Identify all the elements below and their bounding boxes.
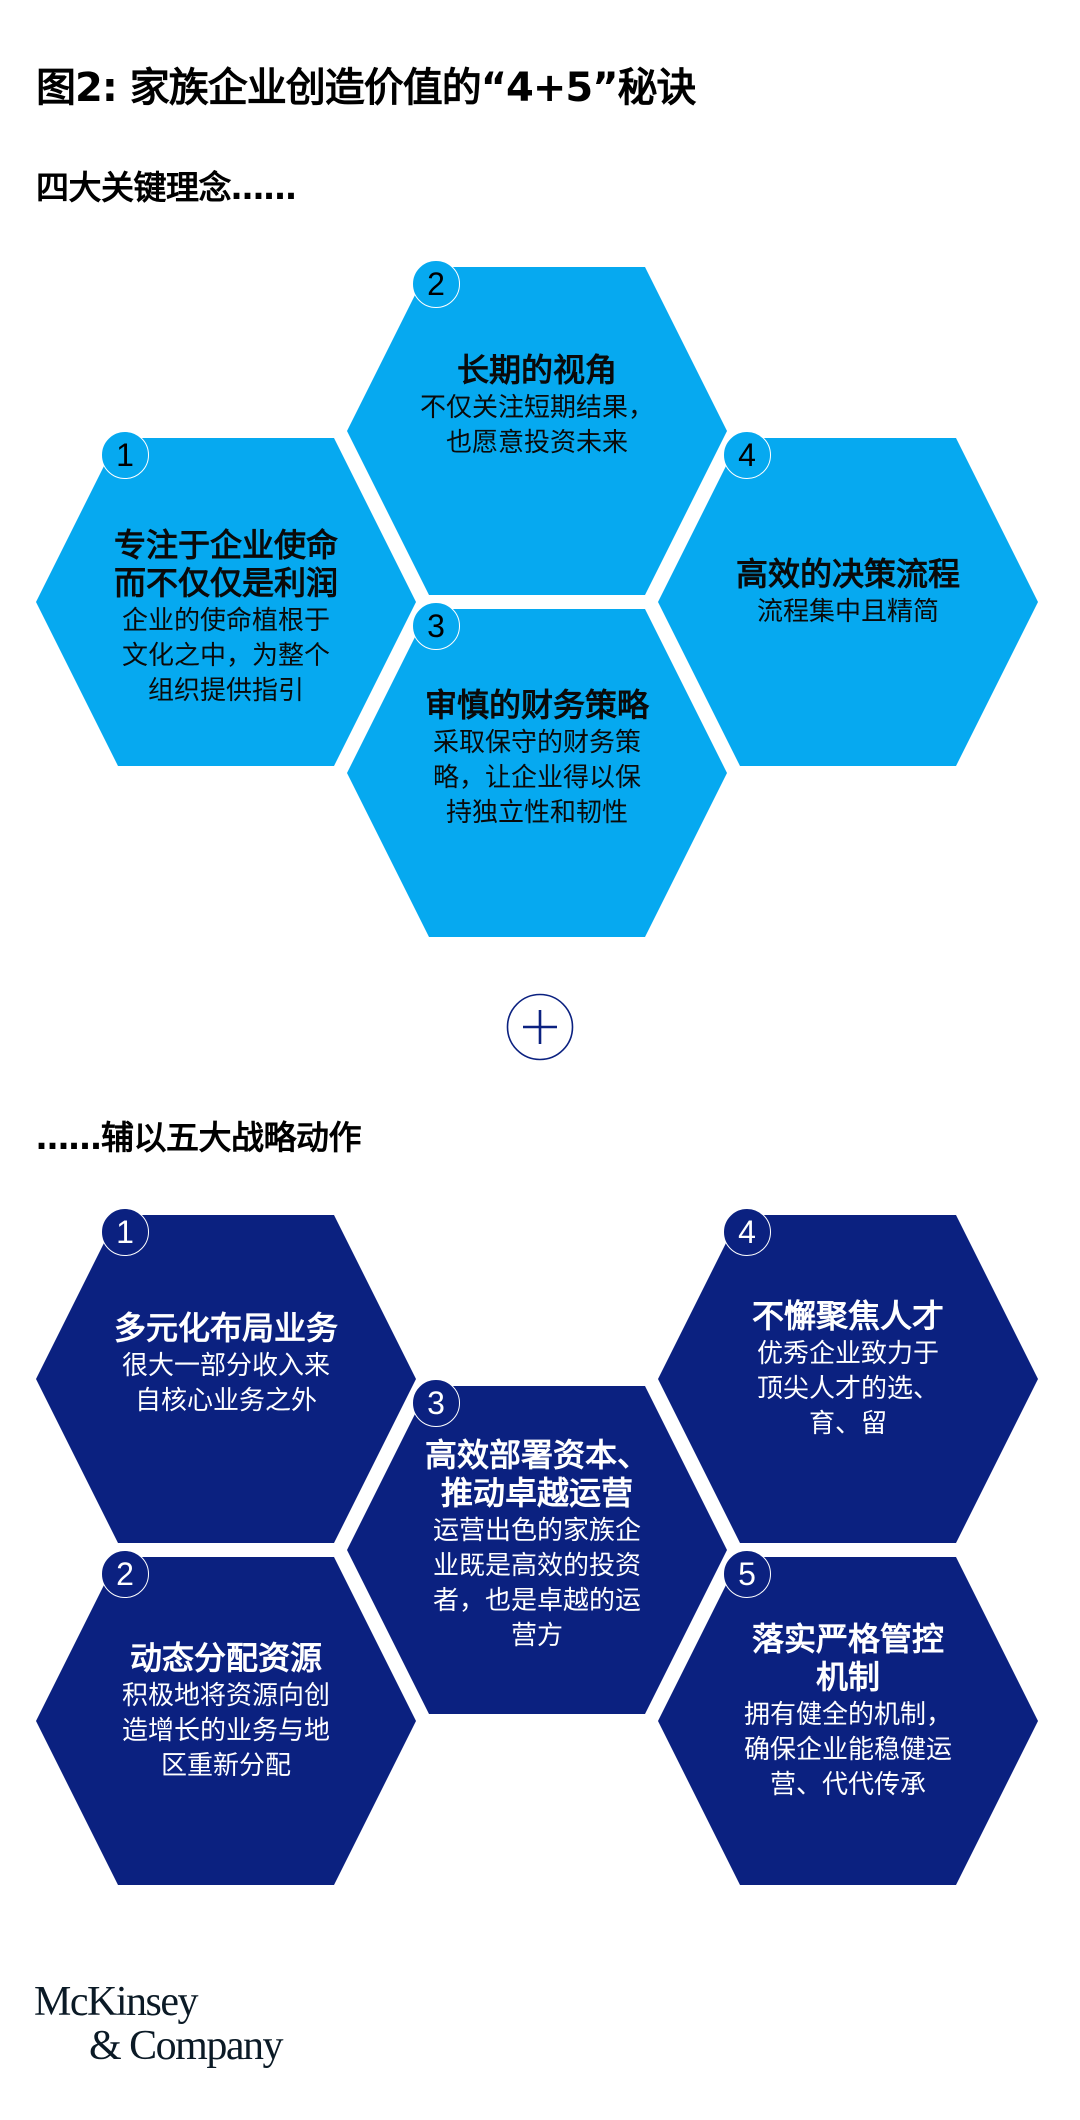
logo-line-1: McKinsey [34, 1979, 198, 2025]
concept-title: 高效的决策流程 [736, 555, 960, 593]
concept-description: 不仅关注短期结果， 也愿意投资未来 [420, 391, 654, 461]
section-heading-concepts: 四大关键理念…… [36, 168, 297, 207]
hexagon-shape [36, 438, 416, 766]
number-badge-concept-1: 1 [101, 431, 149, 479]
concept-title-line: 长期的视角 [456, 351, 617, 389]
action-title: 不懈聚焦人才 [752, 1297, 944, 1335]
hexagon-action-1: 多元化布局业务 很大一部分收入来 自核心业务之外 [36, 1215, 416, 1543]
hexagon-concept-1: 专注于企业使命 而不仅仅是利润 企业的使命植根于 文化之中，为整个 组织提供指引 [36, 438, 416, 766]
hexagon-shape [36, 1215, 416, 1543]
action-title-line: 落实严格管控 [751, 1619, 944, 1658]
action-description: 拥有健全的机制， 确保企业能稳健运 营、代代传承 [744, 1698, 952, 1803]
concept-title: 专注于企业使命 而不仅仅是利润 [114, 526, 338, 602]
action-title: 落实严格管控 机制 [752, 1620, 944, 1696]
action-description: 积极地将资源向创 造增长的业务与地 区重新分配 [122, 1679, 330, 1784]
hexagon-action-3: 高效部署资本、 推动卓越运营 运营出色的家族企 业既是高效的投资 者，也是卓越的… [347, 1386, 727, 1714]
plus-circle-icon [506, 993, 574, 1061]
hexagon-concept-4: 高效的决策流程 流程集中且精简 [658, 438, 1038, 766]
number-badge-action-4: 4 [723, 1208, 771, 1256]
number-badge-action-1: 1 [101, 1208, 149, 1256]
hexagon-action-2: 动态分配资源 积极地将资源向创 造增长的业务与地 区重新分配 [36, 1557, 416, 1885]
logo-line-2: & Company [89, 2023, 284, 2069]
hexagon-concept-2: 长期的视角 不仅关注短期结果， 也愿意投资未来 [347, 267, 727, 595]
action-description: 运营出色的家族企 业既是高效的投资 者，也是卓越的运 营方 [433, 1514, 641, 1654]
action-description: 优秀企业致力于 顶尖人才的选、 育、留 [757, 1337, 939, 1442]
hexagon-action-5: 落实严格管控 机制 拥有健全的机制， 确保企业能稳健运 营、代代传承 [658, 1557, 1038, 1885]
description-line: 造增长的业务与地 [121, 1715, 330, 1746]
description-line: 确保企业能稳健运 [743, 1734, 952, 1765]
description-line: 拥有健全的机制， [743, 1699, 952, 1730]
description-line: 也愿意投资未来 [445, 428, 628, 458]
concept-title-line: 专注于企业使命 [113, 525, 338, 564]
description-line: 自核心业务之外 [134, 1386, 317, 1416]
number-badge-action-5: 5 [723, 1550, 771, 1598]
action-title-line: 不懈聚焦人才 [751, 1296, 944, 1335]
description-line: 区重新分配 [160, 1750, 291, 1781]
description-line: 顶尖人才的选、 [756, 1373, 939, 1404]
action-title-line: 推动卓越运营 [440, 1474, 633, 1512]
description-line: 略，让企业得以保 [432, 762, 641, 793]
figure-title: 图2: 家族企业创造价值的“4+5”秘诀 [36, 65, 697, 111]
description-line: 业既是高效的投资 [432, 1551, 641, 1581]
hexagon-shape [36, 1557, 416, 1885]
hexagon-shape [658, 438, 1038, 766]
number-badge-action-3: 3 [412, 1379, 460, 1427]
description-line: 流程集中且精简 [756, 596, 939, 627]
description-line: 企业的使命植根于 [121, 605, 330, 636]
description-line: 持独立性和韧性 [445, 797, 628, 828]
action-title-line: 动态分配资源 [129, 1638, 322, 1677]
description-line: 育、留 [808, 1408, 887, 1439]
number-badge-concept-2: 2 [412, 260, 460, 308]
hexagon-shape [658, 1215, 1038, 1543]
action-title-line: 机制 [815, 1657, 880, 1696]
concept-title-line: 高效的决策流程 [735, 554, 960, 593]
hexagon-shape [658, 1557, 1038, 1885]
hexagon-shape [347, 267, 727, 595]
section-heading-actions: ……辅以五大战略动作 [36, 1118, 362, 1157]
description-line: 文化之中，为整个 [121, 640, 330, 671]
description-line: 采取保守的财务策 [432, 727, 641, 758]
action-title-line: 高效部署资本、 [424, 1436, 649, 1474]
description-line: 营、代代传承 [769, 1769, 926, 1800]
concept-title: 审慎的财务策略 [425, 686, 649, 724]
description-line: 积极地将资源向创 [121, 1680, 330, 1711]
concept-description: 流程集中且精简 [757, 595, 939, 630]
description-line: 很大一部分收入来 [121, 1351, 330, 1381]
concept-description: 采取保守的财务策 略，让企业得以保 持独立性和韧性 [433, 726, 641, 831]
hexagon-shape [347, 609, 727, 937]
action-title: 动态分配资源 [130, 1639, 322, 1677]
hexagon-concept-3: 审慎的财务策略 采取保守的财务策 略，让企业得以保 持独立性和韧性 [347, 609, 727, 937]
action-title-line: 多元化布局业务 [113, 1309, 338, 1347]
concept-description: 企业的使命植根于 文化之中，为整个 组织提供指引 [122, 604, 330, 709]
description-line: 者，也是卓越的运 [432, 1586, 641, 1616]
concept-title-line: 而不仅仅是利润 [113, 563, 338, 602]
description-line: 不仅关注短期结果， [419, 393, 654, 423]
description-line: 优秀企业致力于 [756, 1338, 939, 1369]
description-line: 运营出色的家族企 [432, 1516, 641, 1546]
action-description: 很大一部分收入来 自核心业务之外 [122, 1349, 330, 1419]
action-title: 高效部署资本、 推动卓越运营 [425, 1436, 649, 1512]
number-badge-concept-4: 4 [723, 431, 771, 479]
action-title: 多元化布局业务 [114, 1309, 338, 1347]
concept-title: 长期的视角 [457, 351, 617, 389]
mckinsey-logo: McKinsey & Company [34, 1979, 284, 2069]
description-line: 组织提供指引 [147, 675, 304, 706]
number-badge-action-2: 2 [101, 1550, 149, 1598]
hexagon-action-4: 不懈聚焦人才 优秀企业致力于 顶尖人才的选、 育、留 [658, 1215, 1038, 1543]
concept-title-line: 审慎的财务策略 [424, 685, 649, 724]
hexagon-shape [347, 1386, 727, 1714]
number-badge-concept-3: 3 [412, 602, 460, 650]
description-line: 营方 [510, 1621, 563, 1651]
